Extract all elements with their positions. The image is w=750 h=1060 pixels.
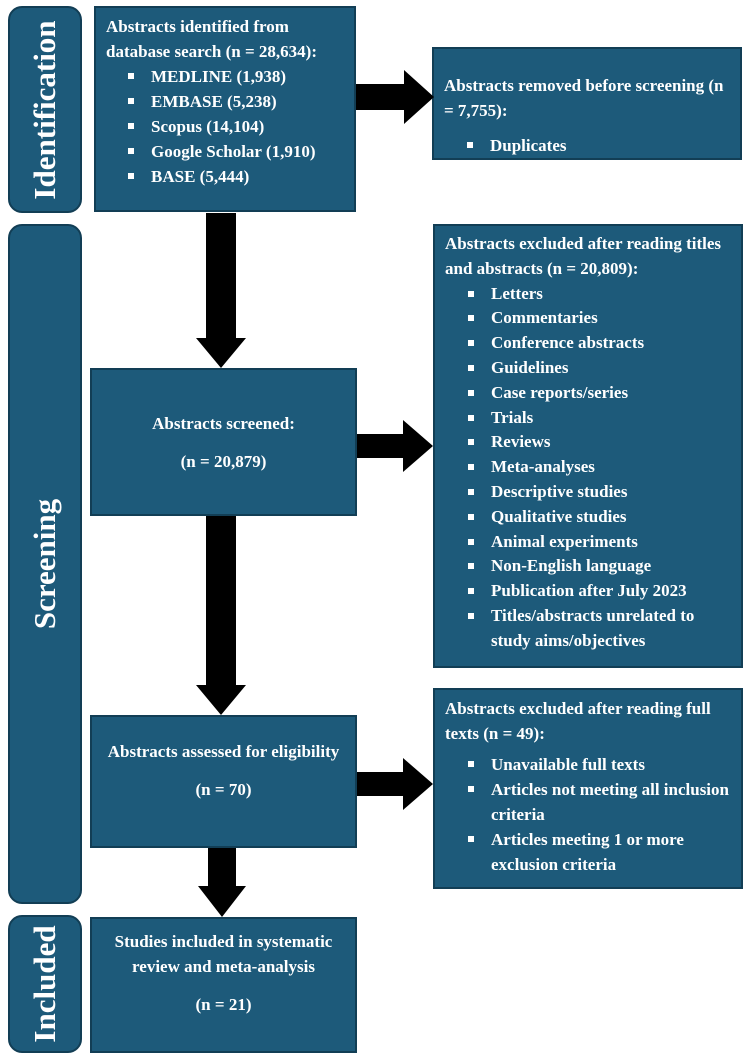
list-item: Guidelines — [468, 356, 733, 381]
identified-box: Abstracts identified from database searc… — [94, 6, 356, 212]
list-item: Reviews — [468, 430, 733, 455]
identified-title: Abstracts identified from database searc… — [106, 17, 318, 61]
list-item: Qualitative studies — [468, 505, 733, 530]
arrow-down-eligibility — [196, 516, 246, 715]
arrow-right-excluded-titles — [357, 420, 433, 472]
list-item: Letters — [468, 282, 733, 307]
removed-box: Abstracts removed before screening (n = … — [432, 47, 742, 160]
list-item: Unavailable full texts — [468, 752, 733, 777]
included-count: (n = 21) — [195, 995, 252, 1014]
excluded-full-title: Abstracts excluded after reading full te… — [445, 699, 711, 743]
phase-included-label: Included — [27, 925, 62, 1043]
phase-identification: Identification — [8, 6, 82, 213]
removed-title: Abstracts removed before screening (n = … — [444, 76, 724, 120]
included-title: Studies included in systematic review an… — [114, 932, 333, 976]
screened-title: Abstracts screened: — [152, 414, 295, 433]
arrow-down-included — [198, 848, 246, 917]
list-item: Articles meeting 1 or more exclusion cri… — [468, 827, 733, 877]
eligibility-box: Abstracts assessed for eligibility (n = … — [90, 715, 357, 848]
phase-identification-label: Identification — [27, 19, 62, 200]
identified-list: MEDLINE (1,938) EMBASE (5,238) Scopus (1… — [128, 64, 346, 189]
excluded-titles-title: Abstracts excluded after reading titles … — [445, 234, 722, 278]
phase-included: Included — [8, 915, 82, 1053]
list-item: Scopus (14,104) — [128, 114, 346, 139]
list-item: Descriptive studies — [468, 480, 733, 505]
excluded-titles-list: Letters Commentaries Conference abstract… — [468, 282, 733, 654]
list-item: Commentaries — [468, 306, 733, 331]
list-item: EMBASE (5,238) — [128, 89, 346, 114]
phase-screening: Screening — [8, 224, 82, 904]
list-item: Trials — [468, 406, 733, 431]
list-item: Titles/abstracts unrelated to study aims… — [468, 604, 733, 654]
removed-list: Duplicates — [467, 133, 732, 158]
list-item: Articles not meeting all inclusion crite… — [468, 777, 733, 827]
list-item: MEDLINE (1,938) — [128, 64, 346, 89]
arrow-down-screened — [196, 213, 246, 368]
list-item: BASE (5,444) — [128, 164, 346, 189]
list-item: Non-English language — [468, 554, 733, 579]
list-item: Google Scholar (1,910) — [128, 139, 346, 164]
list-item: Duplicates — [467, 133, 732, 158]
arrow-right-excluded-full — [357, 758, 433, 810]
list-item: Publication after July 2023 — [468, 579, 733, 604]
excluded-titles-box: Abstracts excluded after reading titles … — [433, 224, 743, 668]
excluded-full-box: Abstracts excluded after reading full te… — [433, 688, 743, 889]
list-item: Meta-analyses — [468, 455, 733, 480]
list-item: Conference abstracts — [468, 331, 733, 356]
screened-box: Abstracts screened: (n = 20,879) — [90, 368, 357, 516]
eligibility-title: Abstracts assessed for eligibility — [107, 742, 340, 761]
included-box: Studies included in systematic review an… — [90, 917, 357, 1053]
arrow-right-removed — [356, 70, 434, 124]
phase-screening-label: Screening — [27, 498, 62, 630]
screened-count: (n = 20,879) — [180, 452, 267, 471]
excluded-full-list: Unavailable full texts Articles not meet… — [468, 752, 733, 877]
list-item: Animal experiments — [468, 530, 733, 555]
eligibility-count: (n = 70) — [195, 780, 252, 799]
list-item: Case reports/series — [468, 381, 733, 406]
